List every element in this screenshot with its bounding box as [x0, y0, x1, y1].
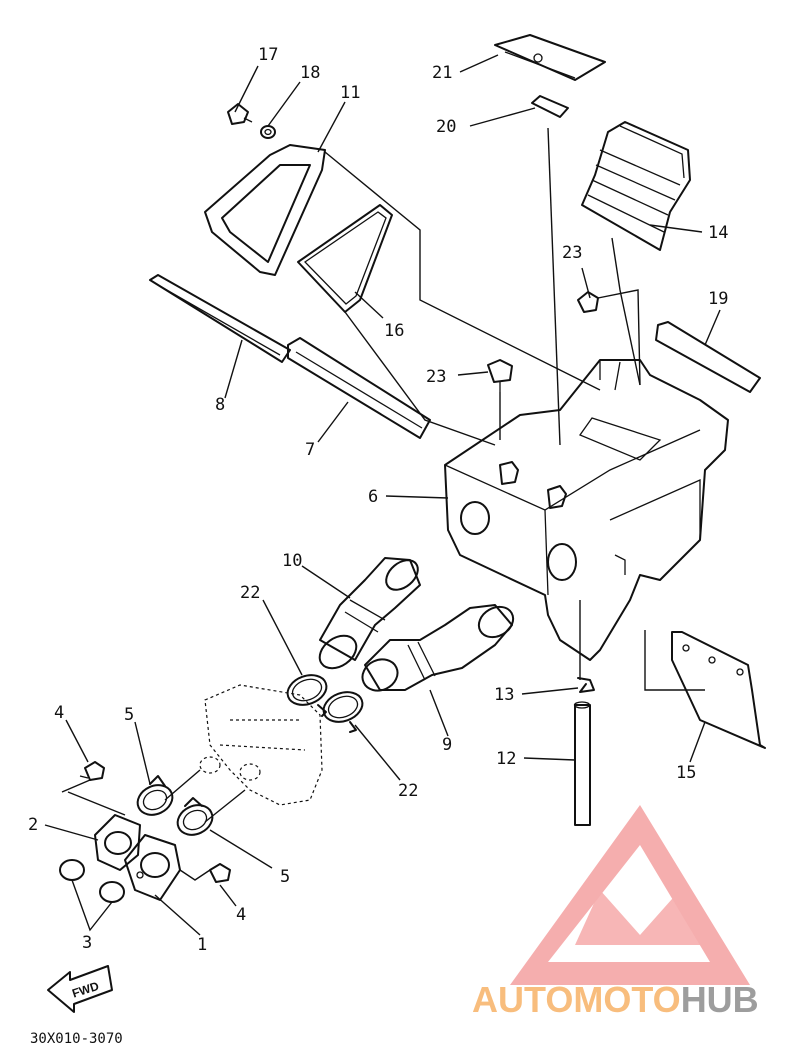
- part-4-bolt-upper: [79, 761, 105, 781]
- callout-leaders: [44, 54, 721, 936]
- callout-7: 7: [305, 440, 315, 460]
- part-5-clamp-a: [136, 775, 174, 816]
- callout-8: 8: [215, 395, 225, 415]
- fwd-arrow-icon: FWD: [47, 965, 113, 1013]
- part-20-pad: [531, 95, 569, 118]
- callout-12: 12: [496, 749, 516, 769]
- watermark-triangle-icon: [510, 805, 750, 985]
- part-8-element: [149, 274, 291, 363]
- part-18-washer: [260, 125, 276, 139]
- callout-4-lower: 4: [236, 905, 246, 925]
- part-3-o-ring-b: [99, 881, 125, 903]
- callout-20: 20: [436, 117, 456, 137]
- callout-23-upper: 23: [562, 243, 582, 263]
- part-7-filter: [287, 337, 431, 439]
- part-5-clamp-b: [176, 797, 214, 836]
- svg-text:AUTOMOTOHUB: AUTOMOTOHUB: [472, 979, 759, 1020]
- part-21-cover: [494, 34, 606, 81]
- callout-14: 14: [708, 223, 728, 243]
- callout-1: 1: [197, 935, 207, 955]
- callout-13: 13: [494, 685, 514, 705]
- part-13-clip: [577, 677, 595, 693]
- callout-22-lower: 22: [398, 781, 418, 801]
- callout-18: 18: [300, 63, 320, 83]
- part-23-bolt-lower: [487, 359, 513, 392]
- drawing-code: 30X010-3070: [30, 1031, 123, 1047]
- callout-9: 9: [442, 735, 452, 755]
- carburetor-outline: [199, 684, 323, 806]
- callout-23-lower: 23: [426, 367, 446, 387]
- part-19-strip: [655, 321, 761, 393]
- part-4-bolt-lower: [209, 863, 231, 883]
- part-3-o-ring-a: [59, 859, 85, 881]
- part-10-boot: [318, 557, 421, 670]
- watermark-text-moto: MOTO: [573, 979, 680, 1020]
- callout-22-upper: 22: [240, 583, 260, 603]
- watermark-inner-shape-icon: [575, 890, 705, 945]
- part-22-clamp-b: [322, 691, 364, 733]
- callout-10: 10: [282, 551, 302, 571]
- part-1-joint: [124, 834, 181, 901]
- part-2-joint: [94, 814, 141, 871]
- callout-11: 11: [340, 83, 360, 103]
- callouts: 1 2 3 4 4 5 5 6 7 8 9 10 11 12 13 14 15 …: [28, 45, 728, 955]
- part-16-gasket: [297, 204, 393, 313]
- part-22-clamp-a: [286, 674, 328, 717]
- part-23-bolt-upper: [577, 291, 599, 313]
- part-17-bolt: [227, 103, 253, 125]
- callout-6: 6: [368, 487, 378, 507]
- watermark-logo: AUTOMOTOHUB: [472, 805, 759, 1020]
- part-12-hose: [573, 701, 591, 826]
- callout-15: 15: [676, 763, 696, 783]
- callout-5-upper: 5: [124, 705, 134, 725]
- callout-3: 3: [82, 933, 92, 953]
- callout-4-upper: 4: [54, 703, 64, 723]
- callout-5-lower: 5: [280, 867, 290, 887]
- callout-21: 21: [432, 63, 452, 83]
- part-15-plate: [671, 631, 766, 749]
- part-9-boot: [361, 604, 515, 692]
- part-6-housing: [444, 359, 729, 661]
- watermark-text-auto: AUTO: [472, 979, 573, 1020]
- callout-2: 2: [28, 815, 38, 835]
- fwd-label: FWD: [70, 979, 101, 1001]
- callout-16: 16: [384, 321, 404, 341]
- watermark-text-hub: HUB: [681, 979, 759, 1020]
- part-14-duct: [581, 121, 691, 251]
- callout-19: 19: [708, 289, 728, 309]
- assembly-lines: [61, 127, 705, 881]
- callout-17: 17: [258, 45, 278, 65]
